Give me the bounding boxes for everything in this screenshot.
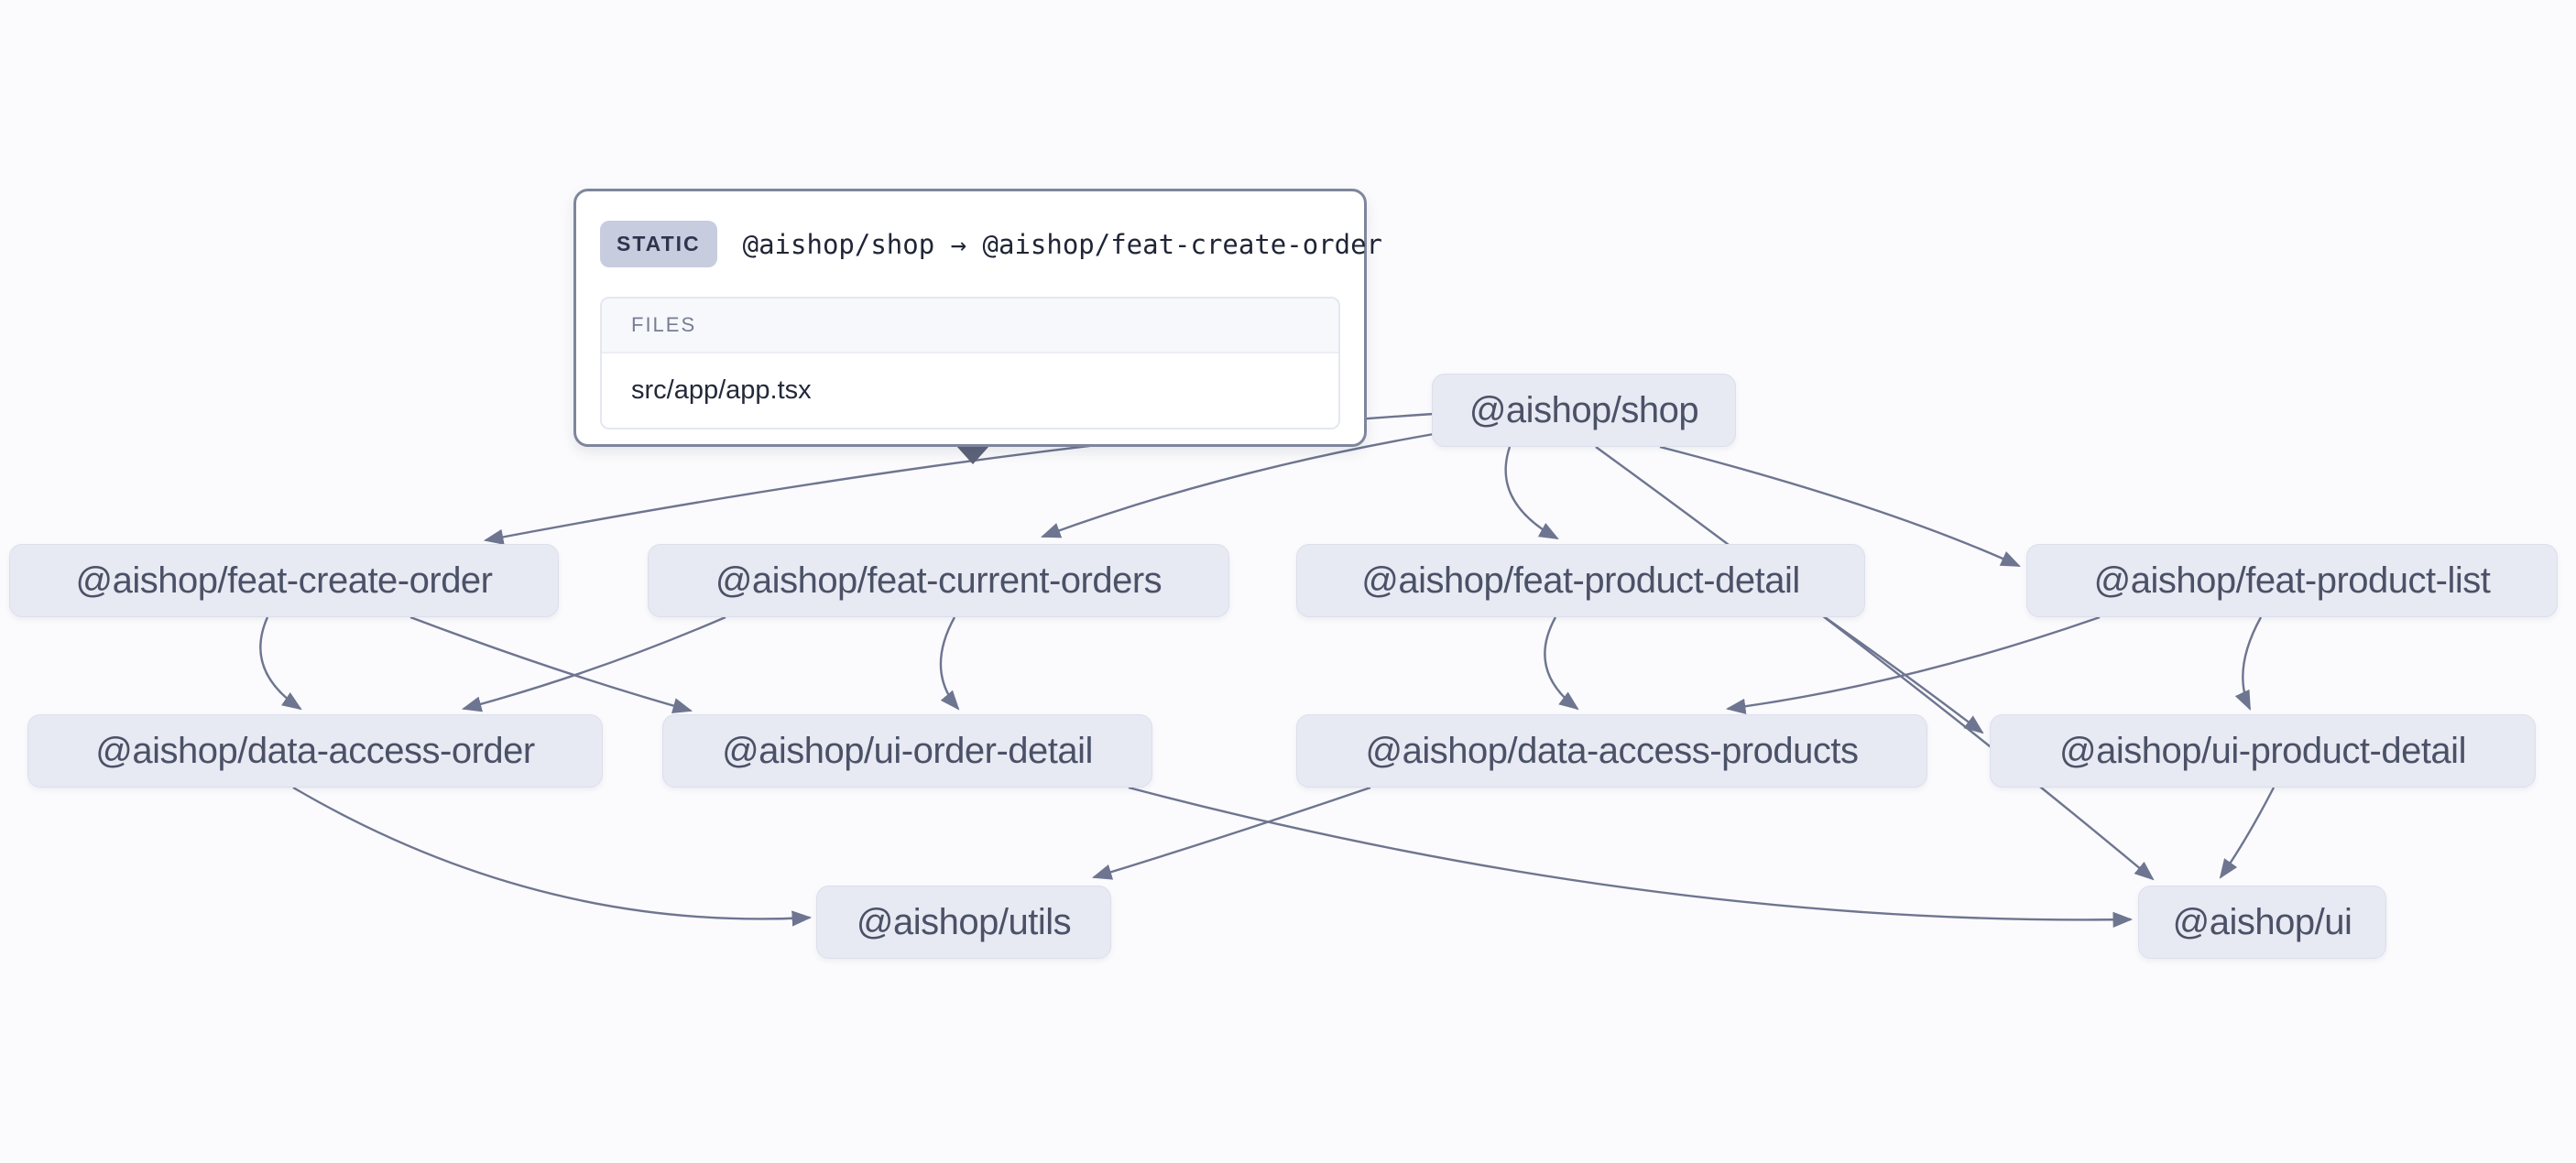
edge-shop-to-feat-current-orders[interactable] <box>1040 432 1435 538</box>
edge-shop-to-feat-product-list[interactable] <box>1659 445 2021 568</box>
edge-feat-create-order-to-ui-order-detail[interactable] <box>409 615 693 714</box>
edge-shop-to-feat-product-detail[interactable] <box>1504 446 1559 540</box>
edge-feat-product-detail-to-data-access-products[interactable] <box>1544 616 1579 711</box>
node-feat-create-order[interactable]: @aishop/feat-create-order <box>9 544 559 617</box>
edge-data-access-order-to-utils[interactable] <box>292 786 813 927</box>
edge-shop-to-ui[interactable] <box>1595 446 2155 881</box>
node-feat-product-list[interactable]: @aishop/feat-product-list <box>2026 544 2558 617</box>
node-utils[interactable]: @aishop/utils <box>816 886 1111 959</box>
edge-feat-current-orders-to-ui-order-detail[interactable] <box>939 616 960 711</box>
edge-data-access-products-to-utils[interactable] <box>1091 786 1371 880</box>
edge-feat-product-list-to-data-access-products[interactable] <box>1725 615 2101 714</box>
edge-ui-product-detail-to-ui[interactable] <box>2219 787 2276 879</box>
node-ui[interactable]: @aishop/ui <box>2138 886 2386 959</box>
file-row: src/app/app.tsx <box>602 353 1338 428</box>
node-feat-current-orders[interactable]: @aishop/feat-current-orders <box>648 544 1229 617</box>
edge-feat-product-list-to-ui-product-detail[interactable] <box>2234 616 2263 711</box>
node-ui-order-detail[interactable]: @aishop/ui-order-detail <box>662 714 1152 788</box>
edge-title: @aishop/shop → @aishop/feat-create-order <box>742 228 1383 260</box>
files-box: FILES src/app/app.tsx <box>600 297 1340 429</box>
node-shop[interactable]: @aishop/shop <box>1432 374 1736 447</box>
edge-feat-product-detail-to-ui-product-detail[interactable] <box>1824 616 1984 734</box>
hovered-edge-marker <box>956 446 989 464</box>
node-data-access-products[interactable]: @aishop/data-access-products <box>1296 714 1927 788</box>
edge-feat-create-order-to-data-access-order[interactable] <box>259 616 302 711</box>
files-header-label: FILES <box>602 299 1338 353</box>
edge-tooltip: STATIC @aishop/shop → @aishop/feat-creat… <box>573 189 1382 447</box>
node-feat-product-detail[interactable]: @aishop/feat-product-detail <box>1296 544 1865 617</box>
tooltip-header: STATIC @aishop/shop → @aishop/feat-creat… <box>600 221 1382 267</box>
edge-type-badge: STATIC <box>600 221 717 267</box>
node-data-access-order[interactable]: @aishop/data-access-order <box>27 714 603 788</box>
node-ui-product-detail[interactable]: @aishop/ui-product-detail <box>1990 714 2536 788</box>
edge-ui-order-detail-to-ui[interactable] <box>1128 786 2134 928</box>
edge-feat-current-orders-to-data-access-order[interactable] <box>461 615 726 712</box>
